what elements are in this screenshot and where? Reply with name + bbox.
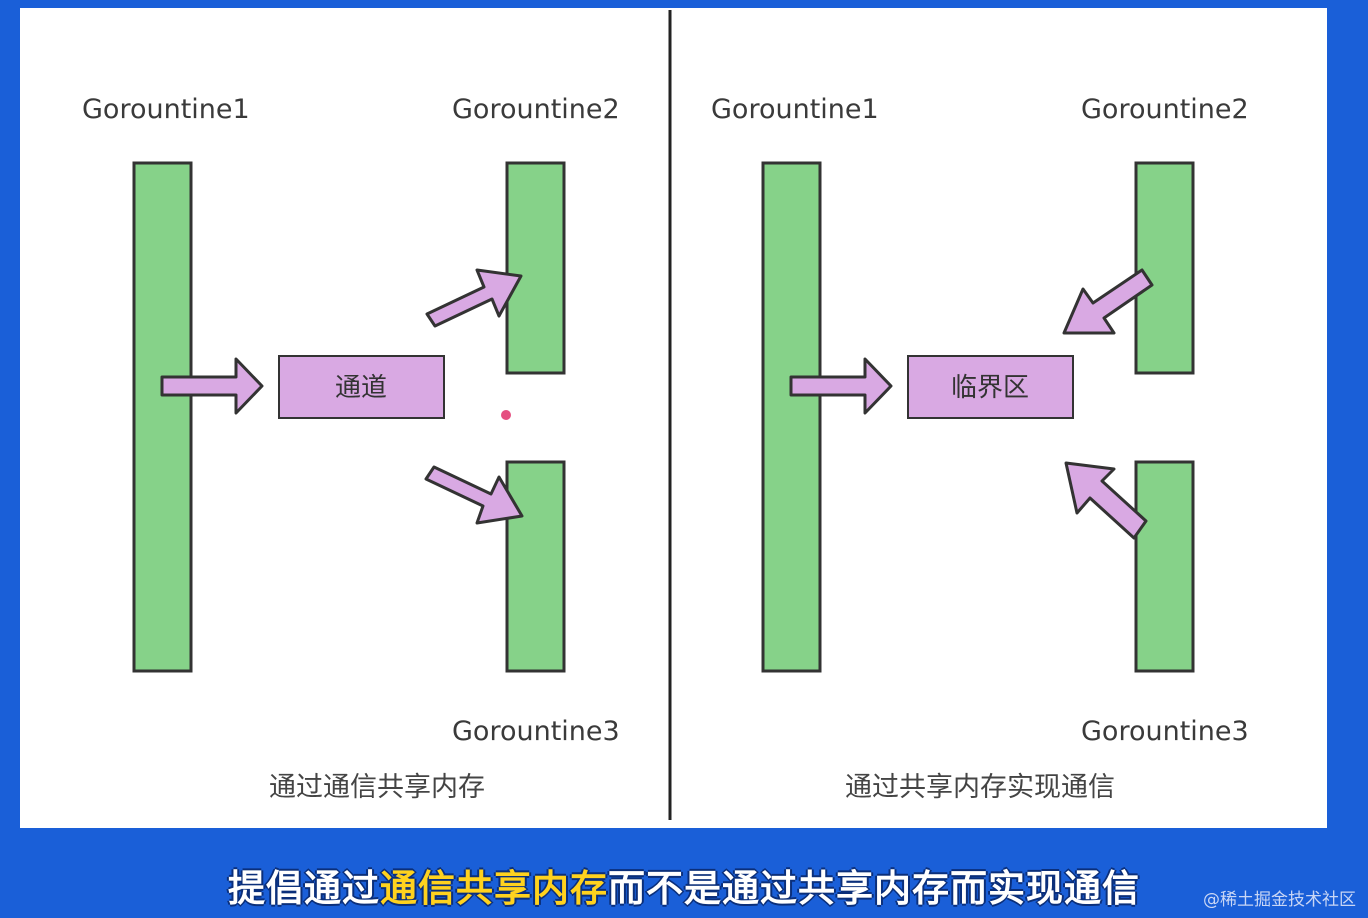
- subtitle-prefix: 提倡通过: [228, 867, 380, 910]
- left-goroutine2-label: Gorountine2: [452, 94, 620, 125]
- slide-panel: [20, 8, 1327, 828]
- left-arrow-to-goroutine2: [425, 268, 523, 328]
- right-goroutine3-label: Gorountine3: [1081, 716, 1249, 747]
- left-channel-box: [278, 355, 445, 419]
- right-critical-section-label: 临界区: [951, 373, 1029, 403]
- right-goroutine2-label: Gorountine2: [1081, 94, 1249, 125]
- left-arrow-g1-to-channel: [160, 357, 264, 415]
- left-goroutine2-bar: [505, 161, 566, 375]
- right-caption: 通过共享内存实现通信: [845, 772, 1115, 803]
- cursor-dot: [501, 410, 511, 420]
- right-goroutine3-bar: [1134, 460, 1195, 673]
- right-goroutine1-bar: [761, 161, 822, 673]
- left-caption: 通过通信共享内存: [269, 772, 485, 803]
- right-arrow-from-goroutine2: [1062, 268, 1154, 335]
- left-goroutine3-label: Gorountine3: [452, 716, 620, 747]
- right-goroutine2-bar: [1134, 161, 1195, 375]
- left-goroutine1-label: Gorountine1: [82, 94, 250, 125]
- right-arrow-from-goroutine3: [1064, 461, 1148, 540]
- watermark: @稀土掘金技术社区: [1203, 890, 1356, 910]
- subtitle: 提倡通过通信共享内存而不是通过共享内存而实现通信: [0, 858, 1368, 912]
- right-goroutine1-label: Gorountine1: [711, 94, 879, 125]
- left-channel-label: 通道: [335, 373, 387, 403]
- subtitle-highlight: 通信共享内存: [380, 867, 608, 910]
- right-arrow-g1-to-critical: [789, 357, 893, 415]
- left-arrow-to-goroutine3: [424, 465, 524, 525]
- left-goroutine3-bar: [505, 460, 566, 673]
- subtitle-suffix: 而不是通过共享内存而实现通信: [608, 867, 1140, 910]
- right-critical-section-box: [907, 355, 1074, 419]
- left-goroutine1-bar: [132, 161, 193, 673]
